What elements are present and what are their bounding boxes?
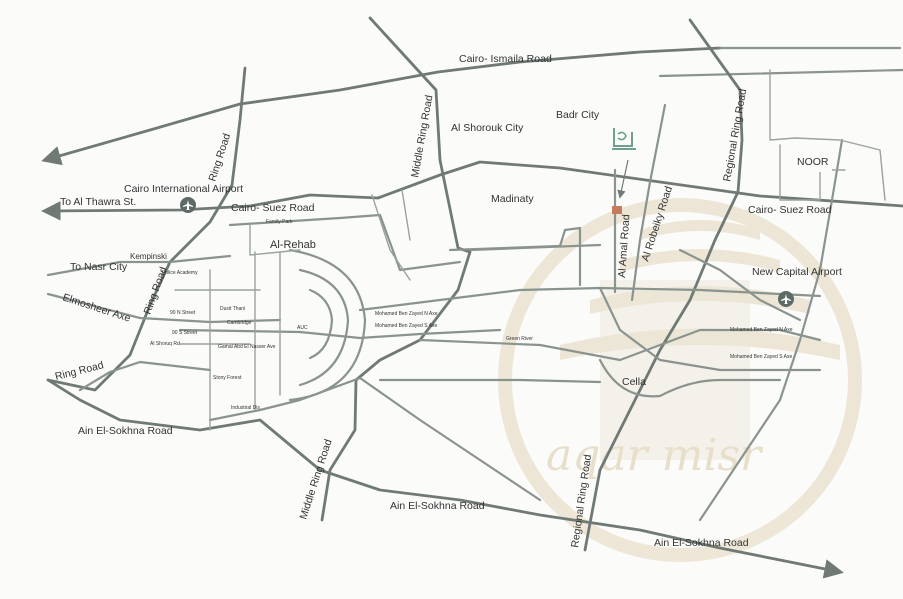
road-cairo-ismailia [41,46,722,166]
label-police-academy: Police Academy [162,270,198,276]
road-inner-6 [249,224,301,256]
road-al-robeiky [630,103,667,302]
road-central-south [178,328,502,340]
road-regional-east [698,138,844,522]
label-al-amal-road: Al Amal Road [616,214,632,278]
label-regional-ring-road-north: Regional Ring Road [721,88,749,183]
label-badr-city: Badr City [556,109,600,121]
marker-arrow [617,159,629,199]
road-ring-north [46,66,247,392]
label-cairo-suez-road-east: Cairo- Suez Road [748,204,832,216]
label-cairo-ismailia-road: Cairo- Ismaila Road [459,53,552,65]
road-ain-sokhna-upper [78,360,212,392]
label-industrial-dis: Industrial Dis [231,405,260,411]
label-middle-ring-road-north: Middle Ring Road [409,94,435,178]
label-auc: AUC [297,325,308,331]
road-to-nasr-city [46,254,232,277]
road-madinaty-east [468,243,602,252]
noor-box [792,150,832,172]
label-family-park: Family Park [266,219,293,225]
label-90n-street: 90 N Street [170,310,196,316]
road-sokhna-link [208,376,362,422]
label-al-rehab: Al-Rehab [270,239,316,251]
label-madinaty: Madinaty [491,193,534,205]
label-cairo-international-airport: Cairo International Airport [124,183,243,195]
road-inner-7 [371,194,411,281]
airplane-icon-new-capital [778,291,794,307]
label-mbz-n-east: Mohamed Ben Zayed N Axe [730,327,793,333]
label-to-nasr-city: To Nasr City [70,261,128,273]
label-green-river: Green River [506,336,533,342]
label-cella: Cella [622,376,646,388]
project-marker-square[interactable] [612,206,622,214]
label-ring-road-north: Ring Road [206,132,233,183]
label-to-al-thawra: To Al Thawra St. [60,196,136,208]
airplane-icon-cairo [180,197,196,213]
label-mbz-n: Mohamed Ben Zayed N Axe [375,311,438,317]
road-ismailia-upper-east [658,68,903,78]
road-central-north [228,213,462,272]
street-labels: Family Park Police Academy 90 N Street D… [150,219,793,411]
label-new-capital-airport: New Capital Airport [752,266,842,278]
watermark: aqar misr [498,198,862,562]
watermark-text: aqar misr [546,430,764,481]
label-gamal-abdel-nasser: Gamal Abd El Nasser Ave [218,344,276,350]
road-inner-8 [401,189,411,241]
road-middle-ring [320,16,472,522]
road-elmosheer [46,292,282,324]
label-mbz-s-east: Mohamed Ben Zayed S Axe [730,354,792,360]
road-noor-north [769,69,886,201]
label-al-shorouk-city: Al Shorouk City [451,122,524,134]
al-sultan-logo [612,128,636,150]
label-cairo-suez-road-west: Cairo- Suez Road [231,202,315,214]
label-cambridge: Cambridge [227,320,252,326]
project-marker[interactable] [612,159,629,214]
road-mbz-east-2 [598,286,822,372]
label-al-shoruq-rd: Al Shoruq Rd [150,341,180,347]
label-ain-el-sokhna-west: Ain El-Sokhna Road [78,425,173,437]
road-east-sokhna [358,376,542,502]
road-network [41,16,903,579]
road-ain-sokhna [46,378,844,579]
label-ain-el-sokhna-east: Ain El-Sokhna Road [654,537,749,549]
road-green-river [418,328,822,362]
label-elmosheer-axe: Elmosheer Axe [61,291,132,324]
label-noor: NOOR [797,156,829,168]
road-new-capital [678,248,802,322]
road-regional-ring [583,18,744,552]
label-90s-street: 90 S Street [172,330,198,336]
label-ain-el-sokhna-center: Ain El-Sokhna Road [390,500,485,512]
label-kempinski: Kempinski [130,252,167,261]
road-lower-east [378,378,602,384]
label-mbz-s: Mohamed Ben Zayed S Axe [375,323,437,329]
road-cairo-suez-west [41,160,903,221]
road-mbz-east [358,286,822,312]
label-stony-forest: Stony Forest [213,375,242,381]
label-dusit-thani: Dusit Thani [220,306,245,312]
road-rehab-inner [298,268,350,387]
road-rehab-core [308,288,334,360]
road-cella-loop [598,358,782,398]
